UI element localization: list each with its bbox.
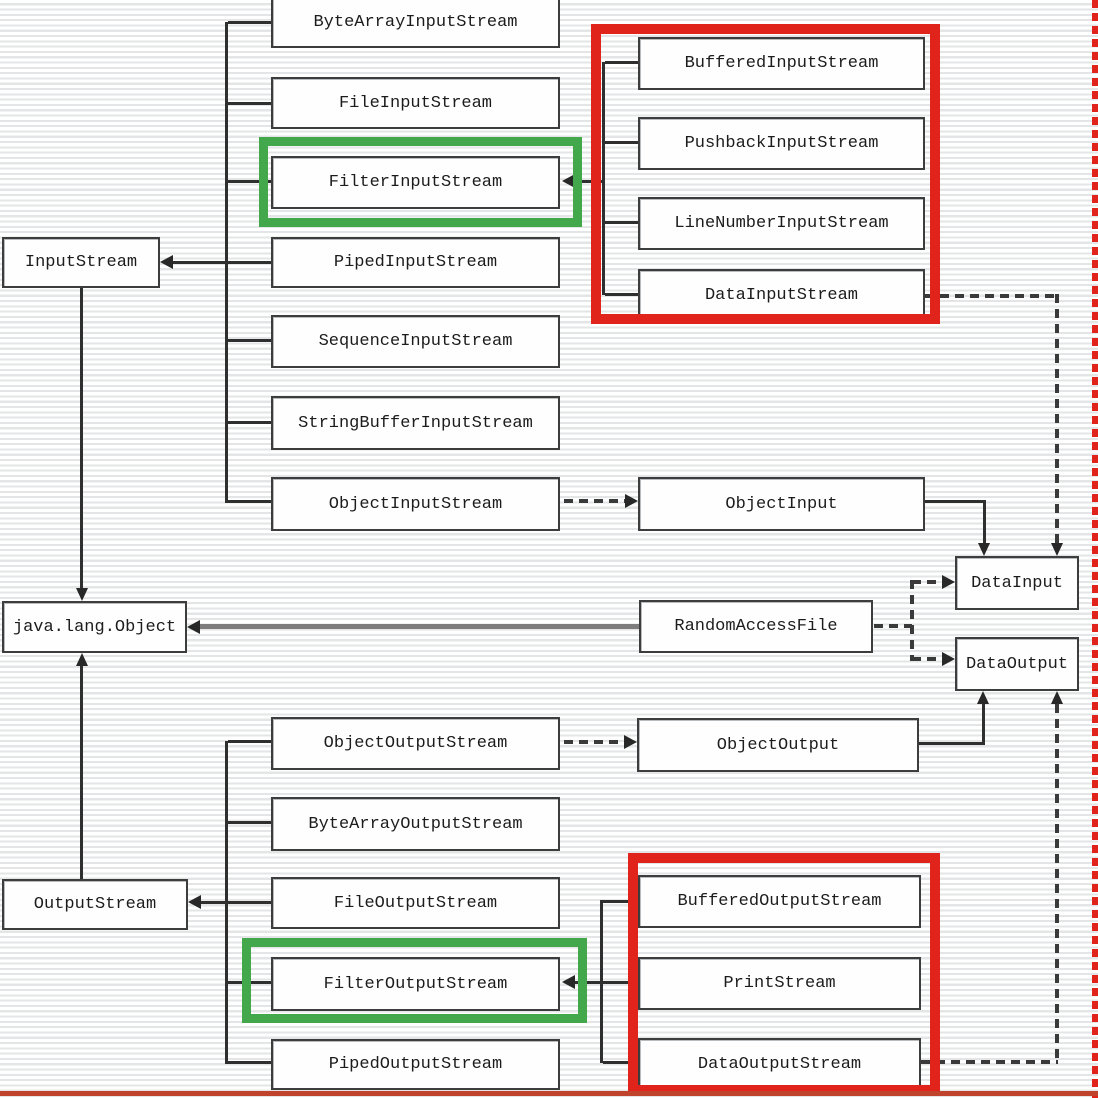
highlight-frame-red-input-filters: [591, 24, 940, 324]
connector-objectoutputstream: [228, 740, 271, 743]
node-inputstream: InputStream: [2, 237, 160, 288]
dashed-objectoutputstream-to-objectoutput: [564, 740, 625, 744]
arrowhead-raf-into-dataoutput: [942, 652, 955, 666]
connector-bytearrayoutputstream: [228, 821, 271, 824]
connector-randomaccessfile-to-object: [200, 624, 639, 629]
node-filterinputstream: FilterInputStream: [271, 156, 560, 209]
arrowhead-objectoutput-into-dataoutput: [977, 691, 989, 704]
arrowhead-into-object-right: [187, 620, 200, 634]
node-objectinputstream: ObjectInputStream: [271, 477, 560, 531]
dashed-datainputstream-to-datainput: [1055, 294, 1059, 543]
connector-to-filterinputstream: [575, 180, 605, 183]
dashed-randomaccessfile-v: [910, 580, 914, 661]
connector-outputstream-to-object: [80, 666, 83, 880]
connector-fileoutputstream-to-outputstream: [201, 901, 271, 904]
connector-objectoutput-v: [982, 704, 985, 745]
arrowhead-into-inputstream: [160, 255, 173, 269]
arrowhead-into-filterinputstream: [562, 174, 575, 188]
connector-filterinputstream-left: [228, 180, 271, 183]
node-filteroutputstream: FilterOutputStream: [271, 957, 560, 1011]
connector-objectinput-v: [983, 500, 986, 543]
node-bytearrayoutputstream: ByteArrayOutputStream: [271, 797, 560, 851]
connector-objectinputstream: [228, 500, 271, 503]
node-printstream: PrintStream: [638, 957, 921, 1010]
connector-fileinputstream: [228, 102, 271, 105]
arrowhead-into-objectinput: [625, 494, 638, 508]
connector-inputstream-to-object: [80, 288, 83, 588]
dashed-datainputstream-h: [925, 294, 1058, 298]
highlight-frame-red-output-filters: [628, 853, 940, 1095]
node-outputstream: OutputStream: [2, 879, 188, 930]
connector-pipedoutputstream: [228, 1061, 271, 1064]
connector-stringbufferinputstream: [228, 421, 271, 424]
node-pipedoutputstream: PipedOutputStream: [271, 1039, 560, 1090]
arrowhead-into-outputstream: [188, 895, 201, 909]
arrowhead-objectinput-into-datainput: [978, 543, 990, 556]
node-pushbackinputstream: PushbackInputStream: [638, 117, 925, 170]
arrowhead-into-object-bottom: [76, 653, 88, 666]
node-fileinputstream: FileInputStream: [271, 77, 560, 129]
node-bytearrayinputstream: ByteArrayInputStream: [271, 0, 560, 48]
dashed-randomaccessfile-to-datainput: [912, 580, 943, 584]
arrowhead-raf-into-datainput: [942, 575, 955, 589]
connector-pipedinputstream-to-inputstream: [173, 261, 271, 264]
dashed-objectinputstream-to-objectinput: [564, 499, 626, 503]
node-datainputstream: DataInputStream: [638, 269, 925, 322]
node-objectinput: ObjectInput: [638, 477, 925, 531]
node-fileoutputstream: FileOutputStream: [271, 877, 560, 929]
connector-objectoutput-h: [919, 742, 985, 745]
node-bufferedinputstream: BufferedInputStream: [638, 37, 925, 90]
node-objectoutputstream: ObjectOutputStream: [271, 717, 560, 770]
connector-objectinput-h: [925, 500, 986, 503]
node-bufferedoutputstream: BufferedOutputStream: [638, 875, 921, 928]
bottom-red-rule: [0, 1091, 1098, 1096]
node-objectoutput: ObjectOutput: [637, 718, 919, 772]
dashed-randomaccessfile-h: [874, 624, 912, 628]
arrowhead-into-objectoutput: [624, 735, 637, 749]
highlight-frame-green-filteroutputstream: [242, 938, 587, 1023]
node-randomaccessfile: RandomAccessFile: [639, 600, 873, 653]
node-linenumberinputstream: LineNumberInputStream: [638, 197, 925, 250]
connector-bufferedinputstream: [605, 61, 638, 64]
node-pipedinputstream: PipedInputStream: [271, 237, 560, 288]
node-sequenceinputstream: SequenceInputStream: [271, 315, 560, 368]
node-dataoutput: DataOutput: [955, 637, 1079, 691]
connector-bytearrayinputstream: [228, 21, 271, 24]
node-stringbufferinputstream: StringBufferInputStream: [271, 396, 560, 450]
connector-dataoutputstream: [603, 1061, 638, 1064]
dashed-dataoutputstream-to-dataoutput: [1055, 704, 1059, 1062]
arrowhead-dataoutputstream-into-dataoutput: [1051, 691, 1063, 704]
connector-datainputstream: [605, 293, 638, 296]
node-java-lang-object: java.lang.Object: [2, 601, 187, 653]
dashed-dataoutputstream-h: [921, 1060, 1058, 1064]
highlight-frame-green-filterinputstream: [259, 137, 582, 227]
arrowhead-datainputstream-into-datainput: [1051, 543, 1063, 556]
connector-filterinput-trunk: [602, 62, 605, 295]
connector-printstream-to-filteroutputstream: [575, 981, 638, 984]
node-datainput: DataInput: [955, 556, 1079, 610]
connector-sequenceinputstream: [228, 339, 271, 342]
connector-bufferedoutputstream: [603, 900, 638, 903]
connector-linenumberinputstream: [605, 221, 638, 224]
right-edge-red-dashed-line: [1092, 0, 1098, 1098]
dashed-randomaccessfile-to-dataoutput: [912, 657, 943, 661]
connector-pushbackinputstream: [605, 141, 638, 144]
arrowhead-into-object-top: [76, 588, 88, 601]
arrowhead-into-filteroutputstream: [562, 975, 575, 989]
